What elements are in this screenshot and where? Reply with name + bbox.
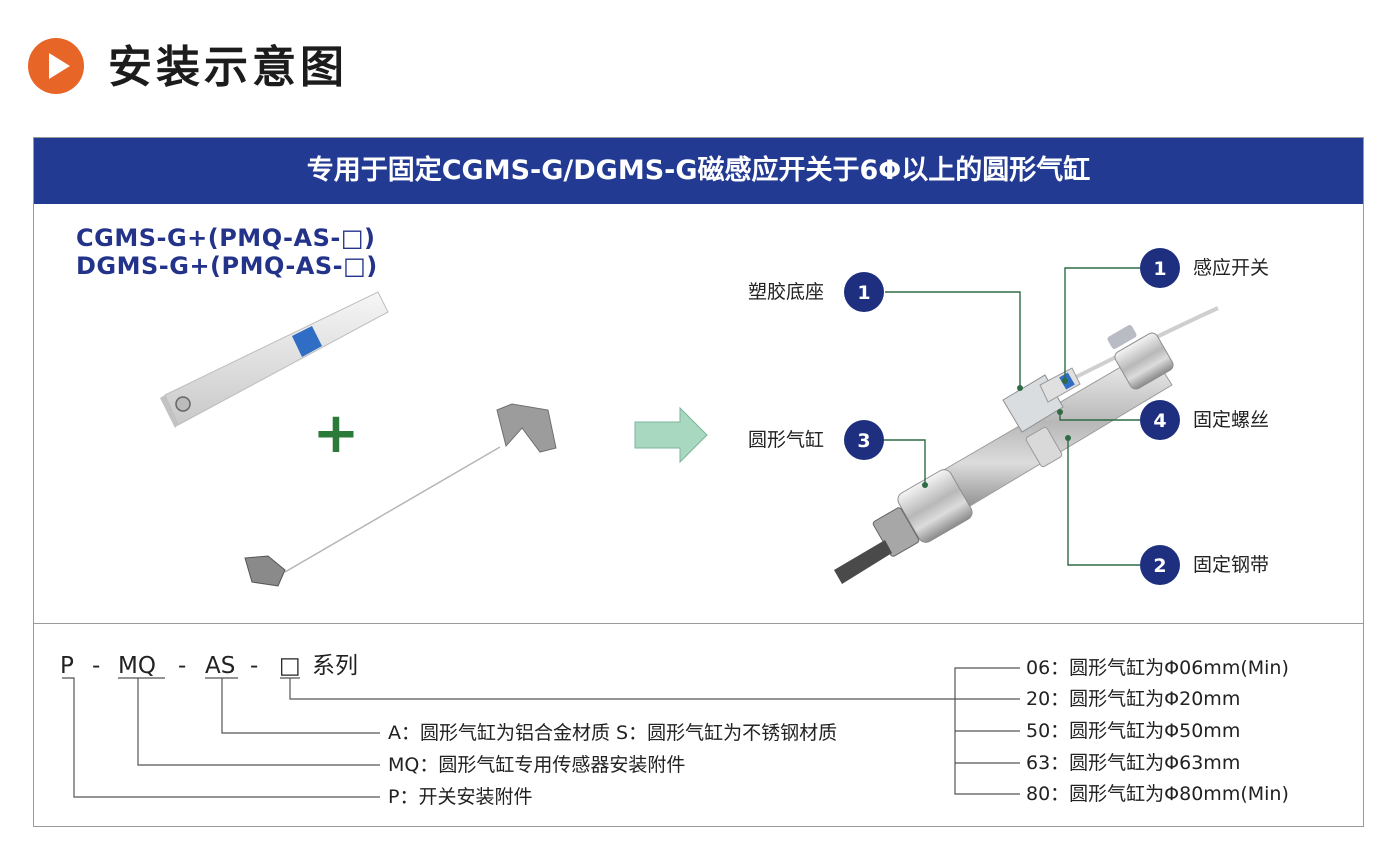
size-option: 20：圆形气缸为Φ20mm (1026, 688, 1241, 710)
model-name-cgms: CGMS-G+(PMQ-AS-□) (76, 224, 376, 252)
callout-label-plastic-base: 塑胶底座 (748, 281, 825, 303)
part-code-mq: MQ (118, 653, 156, 679)
part-code-separator: - (92, 653, 101, 679)
svg-text:3: 3 (857, 430, 870, 452)
part-code-size-box: □ (279, 653, 301, 679)
callout-badge-sensor-switch: 1 (1140, 248, 1180, 288)
section-divider (34, 623, 1363, 624)
plus-icon: + (313, 401, 360, 466)
cylinder-assembly-image (834, 306, 1219, 584)
content-frame (33, 137, 1364, 827)
callout-badge-fixing-screw: 4 (1140, 400, 1180, 440)
size-option: 63：圆形气缸为Φ63mm (1026, 752, 1241, 774)
material-description: A：圆形气缸为铝合金材质 S：圆形气缸为不锈钢材质 (388, 722, 838, 744)
callout-label-round-cylinder: 圆形气缸 (748, 429, 825, 451)
page-title: 安装示意图 (108, 42, 348, 93)
callout-leader-lines (884, 267, 1140, 566)
play-icon (28, 38, 84, 94)
size-option: 06：圆形气缸为Φ06mm(Min) (1026, 657, 1289, 679)
p-description: P：开关安装附件 (388, 786, 533, 808)
svg-text:1: 1 (1153, 258, 1166, 280)
part-code-as: AS (205, 653, 236, 679)
svg-text:2: 2 (1153, 555, 1166, 577)
callout-label-fixing-screw: 固定螺丝 (1193, 409, 1270, 431)
model-name-dgms: DGMS-G+(PMQ-AS-□) (76, 252, 378, 280)
part-code-separator: - (250, 653, 259, 679)
banner-title: 专用于固定CGMS-G/DGMS-G磁感应开关于6Φ以上的圆形气缸 (34, 138, 1363, 204)
callout-badge-plastic-base: 1 (844, 272, 884, 312)
arrow-right-icon (634, 406, 708, 464)
mq-description: MQ：圆形气缸专用传感器安装附件 (388, 754, 686, 776)
callout-badge-steel-strap: 2 (1140, 545, 1180, 585)
callout-label-steel-strap: 固定钢带 (1193, 554, 1270, 576)
svg-text:1: 1 (857, 282, 870, 304)
part-number-bracket-lines (62, 667, 1020, 798)
part-code-series-suffix: 系列 (312, 653, 358, 679)
mounting-kit-image (244, 403, 557, 587)
callout-label-sensor-switch: 感应开关 (1193, 257, 1270, 279)
part-code-p: P (60, 653, 74, 679)
svg-text:4: 4 (1153, 410, 1166, 432)
sensor-switch-image (160, 291, 389, 428)
part-code-separator: - (178, 653, 187, 679)
size-option: 80：圆形气缸为Φ80mm(Min) (1026, 783, 1289, 805)
callout-badge-round-cylinder: 3 (844, 420, 884, 460)
size-option: 50：圆形气缸为Φ50mm (1026, 720, 1241, 742)
